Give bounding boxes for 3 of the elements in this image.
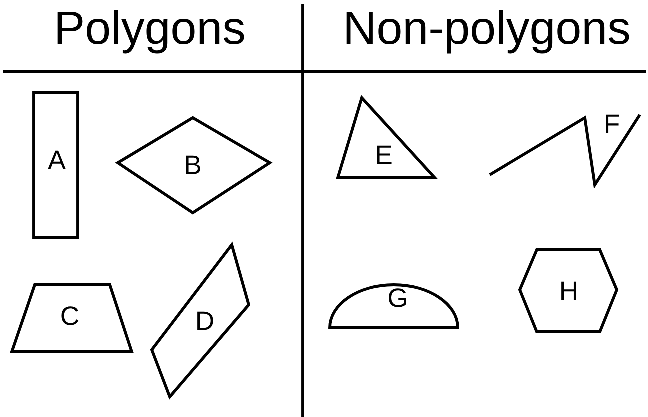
- column-heading: Non-polygons: [346, 10, 630, 54]
- zigzag-line: F: [489, 114, 642, 190]
- column-heading: Polygons: [58, 10, 244, 54]
